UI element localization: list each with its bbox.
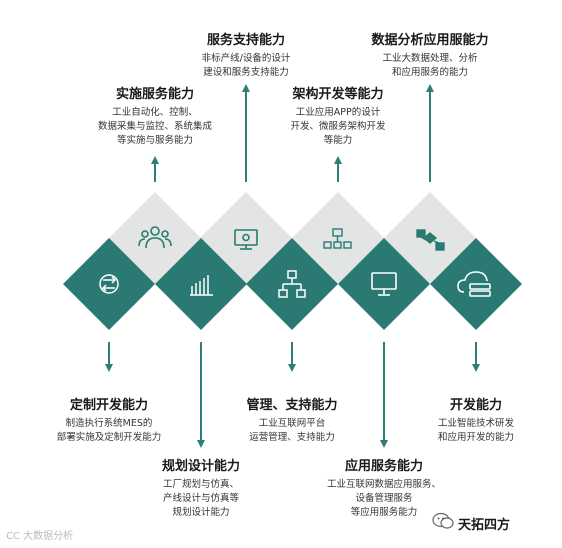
bottom-item-4-desc-line-3: 等应用服务能力 [350, 507, 418, 518]
top-item-2: 服务支持能力 非标产线/设备的设计 建设和服务支持能力 [176, 29, 316, 80]
bottom-item-5: 开发能力 工业智能技术研发 和应用开发的能力 [416, 394, 536, 445]
bottom-item-3-title: 管理、支持能力 [246, 398, 338, 413]
top-item-4-title: 数据分析应用服能力 [371, 33, 489, 48]
hub-icon [416, 229, 445, 251]
bottom-item-5-title: 开发能力 [449, 398, 502, 413]
bottom-item-2-title: 规划设计能力 [161, 459, 240, 474]
bottom-item-2: 规划设计能力 工厂规划与仿真、 产线设计与仿真等 规划设计能力 [136, 455, 266, 520]
top-item-2-desc-line-1: 非标产线/设备的设计 [201, 53, 291, 64]
top-item-1-title: 实施服务能力 [115, 87, 194, 102]
top-item-4-desc-line-1: 工业大数据处理、分析 [382, 53, 478, 64]
cloud-server-icon [457, 271, 491, 297]
top-item-1: 实施服务能力 工业自动化、控制、 数据采集与监控、系统集成 等实施与服务能力 [80, 83, 230, 148]
top-item-4-desc-line-2: 和应用服务的能力 [391, 67, 468, 78]
top-item-3: 架构开发等能力 工业应用APP的设计 开发、微服务架构开发 等能力 [268, 83, 408, 148]
bottom-item-3: 管理、支持能力 工业互联网平台 运营管理、支持能力 [227, 394, 357, 445]
top-item-3-desc-line-2: 开发、微服务架构开发 [290, 121, 386, 132]
bottom-item-2-desc-line-3: 规划设计能力 [172, 507, 230, 518]
bottom-item-2-desc-line-1: 工厂规划与仿真、 [162, 479, 239, 490]
watermark-left: CC 大数据分析 [6, 531, 74, 542]
bottom-item-3-desc-line-2: 运营管理、支持能力 [249, 432, 335, 443]
top-item-3-title: 架构开发等能力 [292, 87, 384, 102]
teal-diamond-1 [63, 238, 155, 330]
bottom-item-2-desc-line-2: 产线设计与仿真等 [162, 493, 239, 504]
top-item-1-desc-line-1: 工业自动化、控制、 [112, 107, 198, 118]
top-item-2-title: 服务支持能力 [206, 33, 285, 48]
top-item-3-desc-line-3: 等能力 [323, 135, 353, 146]
teal-diamond-4 [338, 238, 430, 330]
desktop-icon [371, 272, 397, 296]
teal-diamond-2 [155, 238, 247, 330]
bottom-item-1-desc-line-1: 制造执行系统MES的 [65, 418, 153, 429]
bottom-item-4-desc-line-2: 设备管理服务 [355, 493, 413, 504]
top-item-1-desc-line-2: 数据采集与监控、系统集成 [97, 121, 212, 132]
monitor-settings-icon [234, 229, 258, 250]
bottom-item-4-title: 应用服务能力 [344, 459, 423, 474]
users-icon [138, 226, 172, 249]
bottom-item-4-desc-line-1: 工业互联网数据应用服务、 [326, 479, 441, 490]
top-item-3-desc-line-1: 工业应用APP的设计 [295, 107, 381, 118]
bottom-item-1: 定制开发能力 制造执行系统MES的 部署实施及定制开发能力 [44, 394, 174, 445]
top-item-2-desc-line-2: 建设和服务支持能力 [203, 67, 289, 78]
top-item-1-desc-line-3: 等实施与服务能力 [116, 135, 193, 146]
bottom-item-4: 应用服务能力 工业互联网数据应用服务、 设备管理服务 等应用服务能力 [314, 455, 454, 520]
bottom-item-5-desc-line-1: 工业智能技术研发 [437, 418, 514, 429]
flow-chart-icon [99, 274, 119, 294]
bottom-item-1-desc-line-2: 部署实施及定制开发能力 [56, 432, 162, 443]
bar-chart-icon [190, 275, 213, 296]
top-item-4: 数据分析应用服能力 工业大数据处理、分析 和应用服务的能力 [358, 29, 502, 80]
network-tree-icon [278, 270, 306, 298]
wechat-icon [432, 512, 454, 529]
bottom-item-5-desc-line-2: 和应用开发的能力 [437, 432, 514, 443]
watermark-right: 天拓四方 [458, 518, 511, 533]
bottom-item-1-title: 定制开发能力 [69, 398, 148, 413]
process-flow-icon [323, 228, 352, 249]
bottom-item-3-desc-line-1: 工业互联网平台 [258, 418, 326, 429]
